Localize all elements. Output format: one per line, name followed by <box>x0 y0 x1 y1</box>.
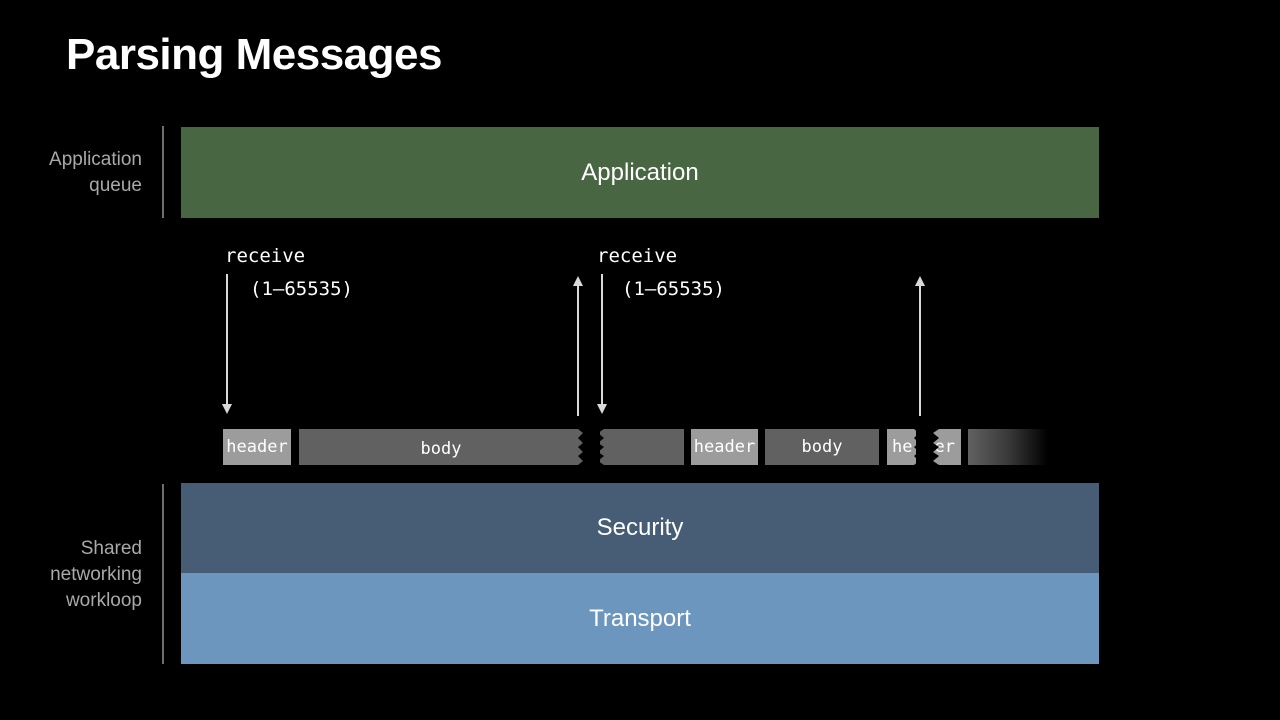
header-segment-1-label: header <box>226 437 288 457</box>
shared-workloop-bracket <box>162 484 164 664</box>
header-segment-1: header <box>223 429 291 465</box>
receive-2-label: receive <box>597 245 678 267</box>
shared-workloop-label: Shared networking workloop <box>50 538 142 611</box>
header-segment-3-right-label: er <box>934 437 955 457</box>
torn-edge-body-left <box>590 429 604 465</box>
header-segment-3-right: er <box>933 429 961 465</box>
application-layer: Application <box>181 127 1099 218</box>
fading-stream-segment <box>968 429 1048 465</box>
header-segment-2: header <box>691 429 758 465</box>
header-segment-3-left: he <box>887 429 916 465</box>
application-layer-label: Application <box>581 158 699 186</box>
header-segment-3-left-label: he <box>892 437 913 457</box>
torn-edge-header-left <box>925 429 939 465</box>
security-layer: Security <box>181 483 1099 573</box>
body-segment-1: body <box>299 429 583 465</box>
application-queue-bracket <box>162 126 164 218</box>
receive-1-label: receive <box>225 245 306 267</box>
receive-1-range: (1–65535) <box>250 278 353 300</box>
body-segment-2: body <box>765 429 879 465</box>
application-queue-label: Application queue <box>49 149 142 196</box>
body-segment-1-continued <box>598 429 684 465</box>
page-title: Parsing Messages <box>66 30 442 79</box>
receive-2-range: (1–65535) <box>622 278 725 300</box>
body-segment-2-label: body <box>801 437 843 457</box>
security-layer-label: Security <box>596 514 684 541</box>
header-segment-2-label: header <box>693 437 756 457</box>
body-segment-1-label: body <box>420 439 462 459</box>
transport-layer-label: Transport <box>589 604 691 632</box>
transport-layer: Transport <box>181 573 1099 664</box>
